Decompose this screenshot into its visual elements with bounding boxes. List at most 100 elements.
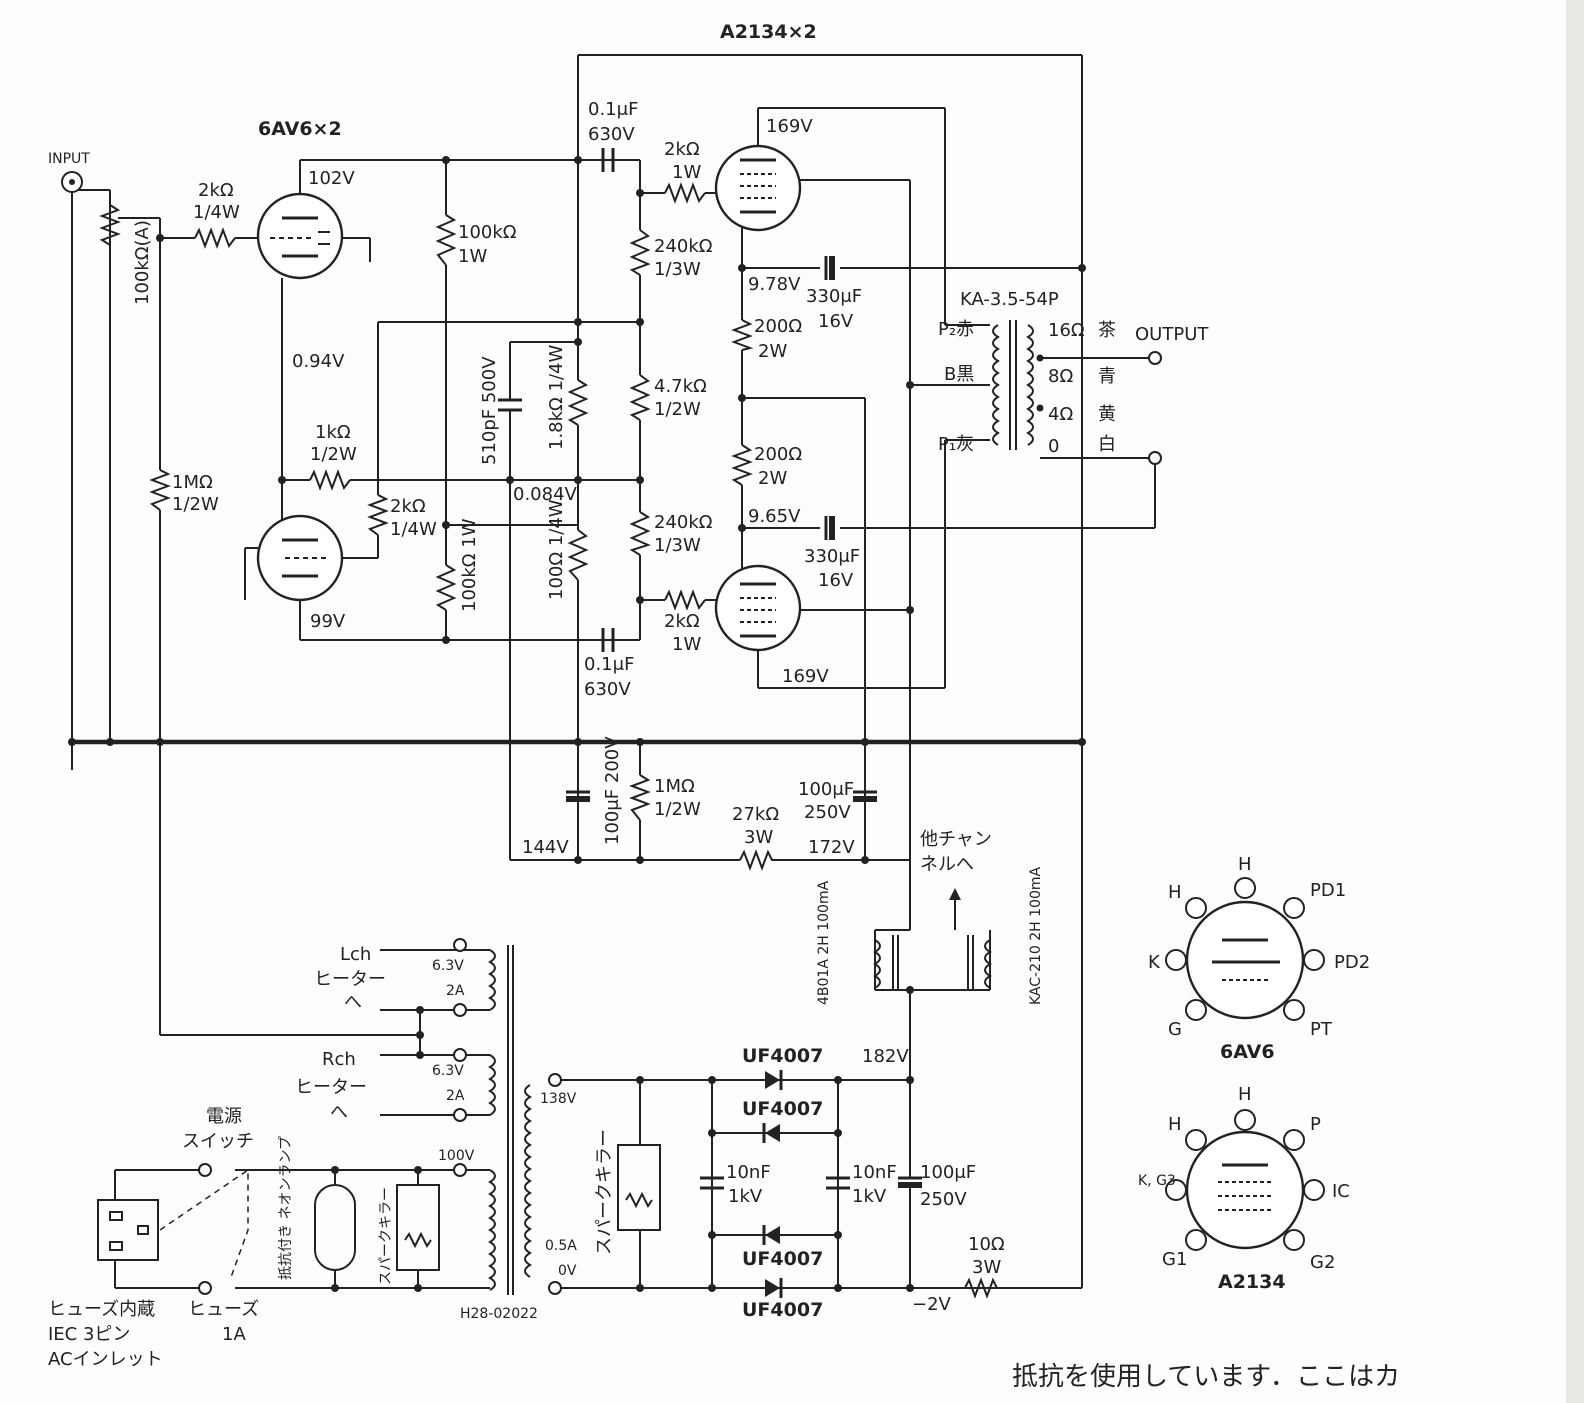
v099: 99V	[310, 611, 346, 632]
svg-text:4Ω: 4Ω	[1048, 404, 1073, 425]
terminals	[61, 171, 1162, 1295]
svg-text:100μF: 100μF	[920, 1162, 976, 1183]
svg-text:2kΩ: 2kΩ	[664, 611, 700, 632]
svg-text:330μF: 330μF	[804, 546, 860, 567]
resistor-2k-input-top	[194, 227, 236, 249]
svg-text:Rch: Rch	[322, 1049, 356, 1070]
resistor-200-bot	[731, 444, 753, 486]
svg-text:H: H	[1168, 1114, 1182, 1135]
svg-text:ヒーター: ヒーター	[314, 969, 386, 990]
svg-text:2kΩ: 2kΩ	[664, 139, 700, 160]
svg-text:0V: 0V	[558, 1263, 577, 1279]
svg-text:IC: IC	[1332, 1181, 1350, 1202]
tube-6av6-top	[256, 192, 344, 280]
svg-text:青: 青	[1098, 366, 1116, 387]
svg-text:100μF: 100μF	[798, 779, 854, 800]
svg-text:PD2: PD2	[1334, 952, 1370, 973]
v182: 182V	[862, 1046, 909, 1067]
pinout-6av6: H H K G PD1 PD2 PT 6AV6	[1148, 854, 1370, 1063]
svg-text:1kV: 1kV	[852, 1186, 887, 1207]
svg-text:Lch: Lch	[340, 944, 371, 965]
svg-text:H: H	[1168, 882, 1182, 903]
svg-text:27kΩ: 27kΩ	[732, 804, 779, 825]
resistor-2k-gs-bot	[664, 589, 706, 611]
cap-0u1-bot	[578, 628, 615, 652]
svg-text:1.8kΩ 1/4W: 1.8kΩ 1/4W	[546, 345, 567, 450]
resistor-100	[567, 529, 589, 581]
svg-text:H28-02022: H28-02022	[460, 1306, 538, 1322]
svg-text:UF4007: UF4007	[742, 1045, 823, 1067]
svg-text:スパークキラー: スパークキラー	[594, 1129, 615, 1255]
svg-text:1A: 1A	[222, 1324, 246, 1345]
v0084: 0.084V	[513, 484, 578, 505]
svg-text:1W: 1W	[458, 246, 487, 267]
svg-text:0.1μF: 0.1μF	[588, 99, 638, 120]
svg-text:16V: 16V	[818, 311, 854, 332]
svg-text:6.3V: 6.3V	[432, 1063, 464, 1079]
svg-text:1/2W: 1/2W	[654, 399, 701, 420]
svg-text:2W: 2W	[758, 468, 787, 489]
vm2: −2V	[912, 1294, 952, 1315]
output-label: OUTPUT	[1135, 324, 1209, 345]
svg-text:0: 0	[1048, 436, 1059, 457]
diode-3	[762, 1225, 780, 1245]
svg-text:1kV: 1kV	[728, 1186, 763, 1207]
svg-text:10nF: 10nF	[726, 1162, 771, 1183]
svg-text:138V: 138V	[540, 1091, 577, 1107]
cap-100u-250	[853, 790, 877, 802]
svg-text:1kΩ: 1kΩ	[315, 422, 351, 443]
v094: 0.94V	[292, 351, 345, 372]
svg-text:PT: PT	[1310, 1019, 1333, 1040]
page-edge	[1566, 0, 1584, 1403]
svg-text:KAC-210 2H 100mA: KAC-210 2H 100mA	[1028, 866, 1044, 1005]
svg-text:4B01A 2H 100mA: 4B01A 2H 100mA	[816, 880, 832, 1005]
resistors	[99, 182, 1082, 1299]
svg-text:250V: 250V	[920, 1189, 967, 1210]
svg-text:16V: 16V	[818, 570, 854, 591]
svg-text:黄: 黄	[1098, 404, 1116, 425]
svg-text:IEC 3ピン: IEC 3ピン	[48, 1324, 130, 1345]
svg-text:630V: 630V	[584, 679, 631, 700]
svg-text:UF4007: UF4007	[742, 1299, 823, 1321]
svg-text:1W: 1W	[672, 634, 701, 655]
svg-text:240kΩ: 240kΩ	[654, 236, 713, 257]
svg-text:240kΩ: 240kΩ	[654, 512, 713, 533]
svg-text:抵抗付き ネオンランプ: 抵抗付き ネオンランプ	[278, 1136, 294, 1280]
svg-text:2kΩ: 2kΩ	[390, 496, 426, 517]
svg-text:1/3W: 1/3W	[654, 535, 701, 556]
svg-text:4.7kΩ: 4.7kΩ	[654, 376, 707, 397]
svg-text:ネルへ: ネルへ	[920, 854, 974, 875]
svg-text:UF4007: UF4007	[742, 1098, 823, 1120]
diode-1	[765, 1070, 783, 1090]
tube-6av6-bot	[256, 514, 344, 602]
v102: 102V	[308, 168, 355, 189]
diode-4	[765, 1278, 783, 1298]
neon-lamp	[314, 1184, 356, 1271]
resistor-10	[964, 1277, 1082, 1299]
svg-text:ヒューズ内蔵: ヒューズ内蔵	[48, 1299, 155, 1320]
svg-text:3W: 3W	[972, 1257, 1001, 1278]
svg-text:ヒューズ: ヒューズ	[188, 1299, 259, 1320]
spark-killer-primary	[396, 1184, 440, 1271]
resistor-1m-grid	[149, 469, 171, 511]
resistor-volume	[99, 204, 121, 246]
svg-text:K, G3: K, G3	[1138, 1173, 1176, 1189]
svg-text:8Ω: 8Ω	[1048, 366, 1073, 387]
svg-text:B黒: B黒	[944, 364, 974, 385]
v144: 144V	[522, 837, 569, 858]
svg-text:0.1μF: 0.1μF	[584, 654, 634, 675]
svg-text:UF4007: UF4007	[742, 1248, 823, 1270]
svg-text:1/3W: 1/3W	[654, 259, 701, 280]
caption-text: 抵抗を使用しています．ここはカ	[1012, 1362, 1400, 1392]
svg-text:100V: 100V	[438, 1148, 475, 1164]
capacitors	[498, 148, 922, 1190]
tube-a2134-top	[714, 144, 802, 232]
svg-text:K: K	[1148, 952, 1161, 973]
junction-dots	[68, 156, 1086, 1292]
resistor-100k-plate-bot	[435, 564, 457, 611]
svg-text:2A: 2A	[446, 983, 465, 999]
cap-510p	[498, 398, 522, 420]
v169-top: 169V	[766, 116, 813, 137]
svg-text:1/2W: 1/2W	[172, 494, 219, 515]
svg-text:他チャン: 他チャン	[920, 829, 992, 850]
